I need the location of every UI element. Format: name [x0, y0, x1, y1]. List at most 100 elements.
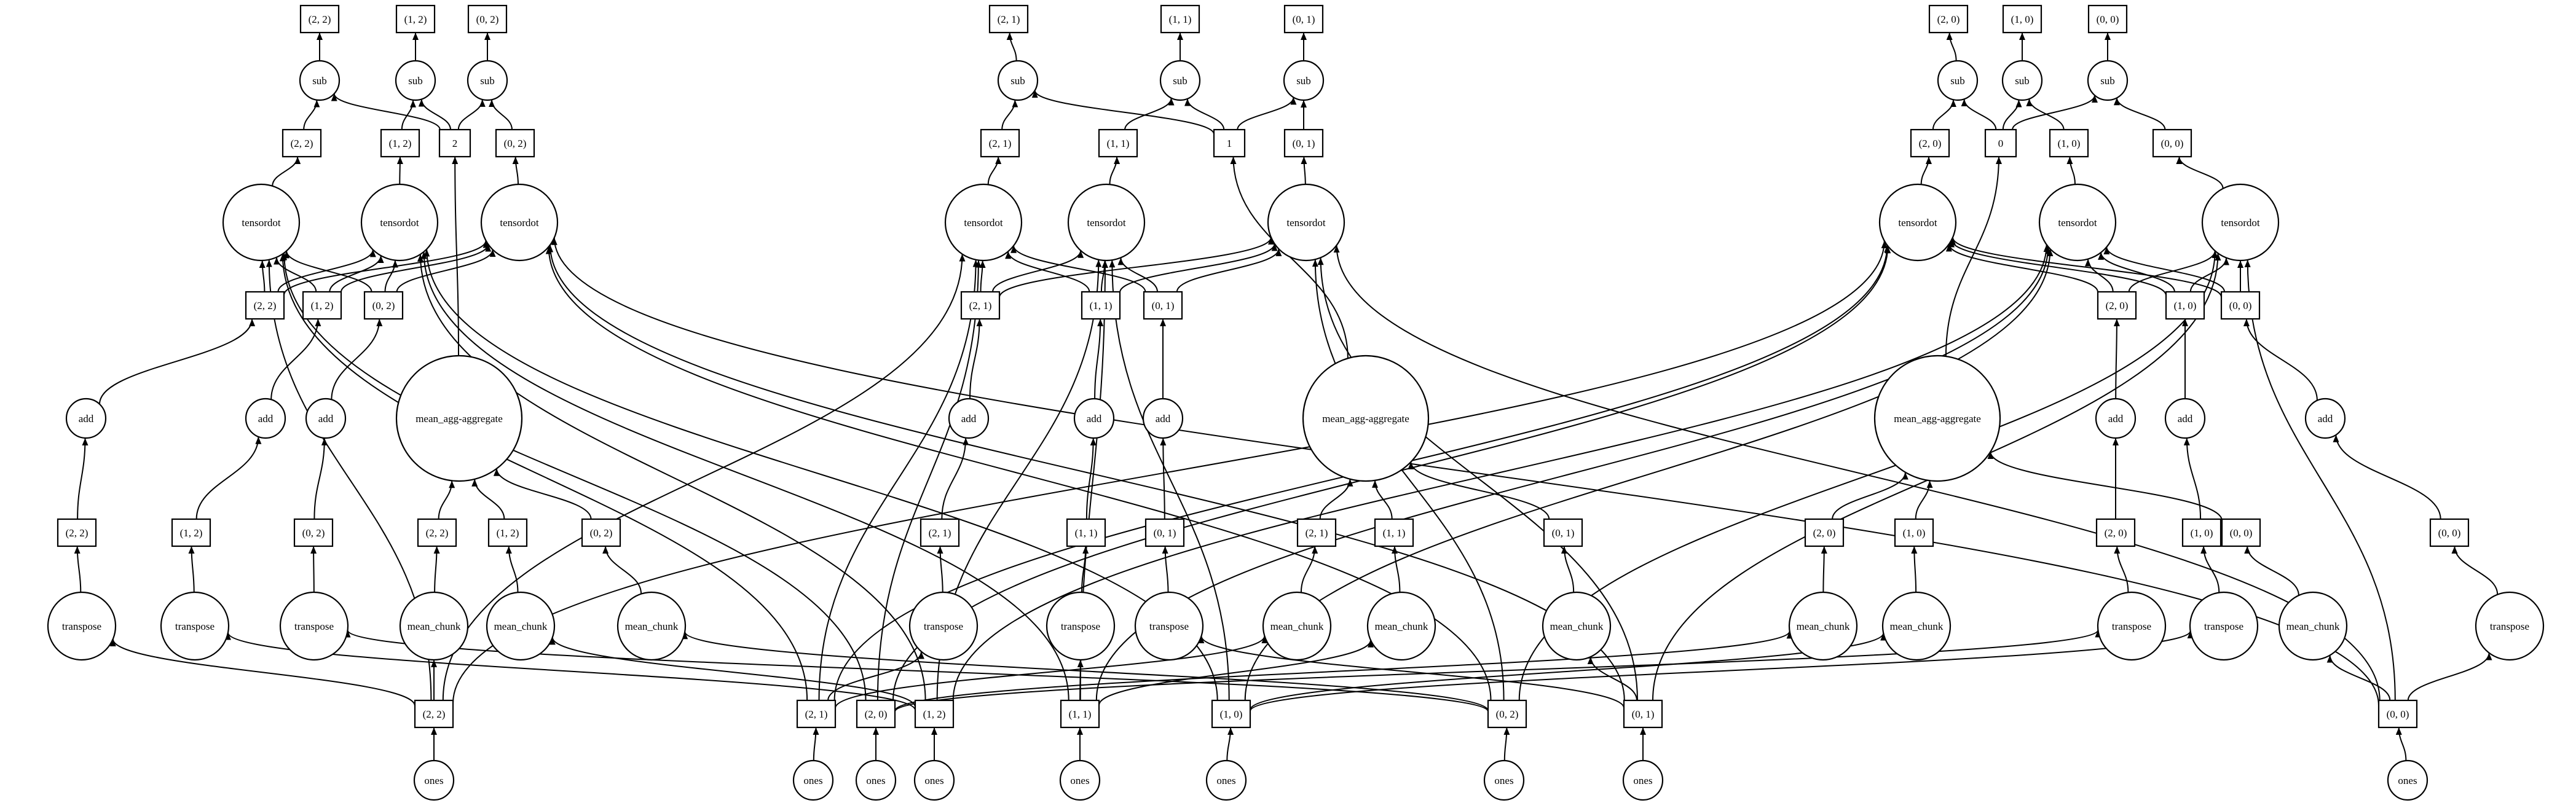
task-node-sub: sub: [2087, 60, 2129, 101]
edge-arrow: [2244, 546, 2299, 596]
node-label: add: [79, 413, 94, 425]
key-box-2-1: (2, 1): [1296, 518, 1337, 547]
task-node-ones: ones: [913, 759, 955, 801]
task-node-mean-chunk: mean_chunk: [2278, 591, 2348, 661]
node-label: 0: [1998, 138, 2004, 149]
box-shape: [960, 291, 1001, 320]
edge-arrow: [283, 240, 489, 296]
node-label: tensordot: [500, 217, 539, 229]
task-node-add: add: [65, 398, 107, 439]
edge-arrow: [1832, 472, 1908, 520]
node-label: sub: [2100, 75, 2115, 87]
edge-arrow: [827, 651, 924, 701]
edge-arrow: [195, 436, 262, 520]
edge-arrow: [602, 546, 642, 594]
task-node-add: add: [245, 398, 286, 439]
node-label: add: [2108, 413, 2124, 425]
task-node-ones: ones: [1483, 759, 1525, 801]
circle-shape: [1788, 591, 1858, 661]
edge-arrow: [894, 631, 1793, 711]
node-label: (1, 2): [311, 300, 334, 311]
node-label: transpose: [175, 621, 215, 632]
key-box-2-2: (2, 2): [417, 518, 457, 547]
circle-shape: [913, 759, 955, 801]
edge-arrow: [2189, 257, 2229, 292]
key-box-0-0: (0, 0): [2377, 699, 2418, 729]
task-node-add: add: [948, 398, 990, 439]
box-shape: [2220, 291, 2261, 320]
task-node-tensordot: tensordot: [1067, 183, 1146, 262]
box-shape: [495, 128, 535, 158]
edge-arrow: [442, 254, 966, 701]
box-shape: [414, 699, 454, 729]
task-node-add: add: [2164, 398, 2206, 439]
box-shape: [1543, 518, 1583, 547]
node-label: sub: [312, 75, 327, 87]
node-label: mean_chunk: [1375, 621, 1428, 632]
key-box-0-2: (0, 2): [1487, 699, 1527, 729]
key-box-1-1: (1, 1): [1066, 518, 1106, 547]
node-label: tensordot: [2221, 217, 2260, 229]
node-label: mean_chunk: [1797, 621, 1850, 632]
edge-arrow: [1184, 98, 1225, 130]
circle-shape: [399, 591, 469, 661]
circle-shape: [305, 398, 347, 439]
node-label: (1, 2): [404, 14, 427, 25]
circle-shape: [2278, 591, 2348, 661]
edge-arrow: [969, 318, 983, 399]
node-label: add: [2178, 413, 2193, 425]
circle-shape: [1302, 354, 1430, 482]
box-shape: [2152, 128, 2192, 158]
node-label: (2, 0): [1937, 14, 1960, 25]
circle-shape: [47, 591, 117, 661]
circle-shape: [792, 759, 834, 801]
node-label: (1, 1): [1075, 527, 1098, 539]
box-shape: [980, 128, 1020, 158]
edge-arrow: [1319, 479, 1353, 520]
node-label: (2, 1): [998, 14, 1020, 25]
box-shape: [1910, 128, 1950, 158]
edge-arrow: [2244, 259, 2396, 701]
box-shape: [1623, 699, 1663, 729]
key-box-1-0: (1, 0): [2181, 518, 2222, 547]
edge-arrow: [493, 468, 592, 520]
edge-arrow: [2183, 437, 2202, 520]
edge-arrow: [1117, 257, 1158, 292]
task-node-transpose: transpose: [2189, 591, 2259, 661]
circle-shape: [948, 398, 990, 439]
key-box-1-0: (1, 0): [2049, 128, 2089, 158]
key-box-0-2: (0, 2): [467, 4, 508, 34]
circle-shape: [1483, 759, 1525, 801]
key-box-1-1: (1, 1): [1081, 291, 1121, 320]
node-label: mean_chunk: [1270, 621, 1324, 632]
node-label: (2, 0): [2106, 300, 2129, 311]
edge-arrow: [979, 260, 986, 292]
edge-arrow: [999, 237, 1274, 298]
task-node-mean-chunk: mean_chunk: [399, 591, 469, 661]
task-node-ones: ones: [413, 759, 455, 801]
box-shape: [914, 699, 955, 729]
task-node-add: add: [2304, 398, 2346, 439]
node-label: mean_chunk: [1550, 621, 1604, 632]
edge-arrow: [1301, 156, 1307, 185]
task-node-transpose: transpose: [908, 591, 979, 661]
edge-arrow: [1109, 156, 1121, 185]
node-label: (2, 0): [2105, 527, 2127, 539]
circle-shape: [1267, 183, 1345, 262]
circle-shape: [222, 183, 301, 262]
task-node-tensordot: tensordot: [2038, 183, 2117, 262]
task-node-mean-chunk: mean_chunk: [486, 591, 556, 661]
key-box-0: 0: [1984, 128, 2017, 158]
node-label: ones: [803, 775, 822, 786]
key-box-2-1: (2, 1): [920, 518, 960, 547]
node-label: transpose: [294, 621, 334, 632]
key-box-1-1: (1, 1): [1374, 518, 1414, 547]
edge-arrow: [1010, 245, 1146, 292]
task-node-sub: sub: [299, 60, 341, 101]
circle-shape: [413, 759, 455, 801]
node-label: tensordot: [380, 217, 419, 229]
task-node-tensordot: tensordot: [360, 183, 439, 262]
circle-shape: [65, 398, 107, 439]
edge-arrow: [682, 631, 1489, 711]
